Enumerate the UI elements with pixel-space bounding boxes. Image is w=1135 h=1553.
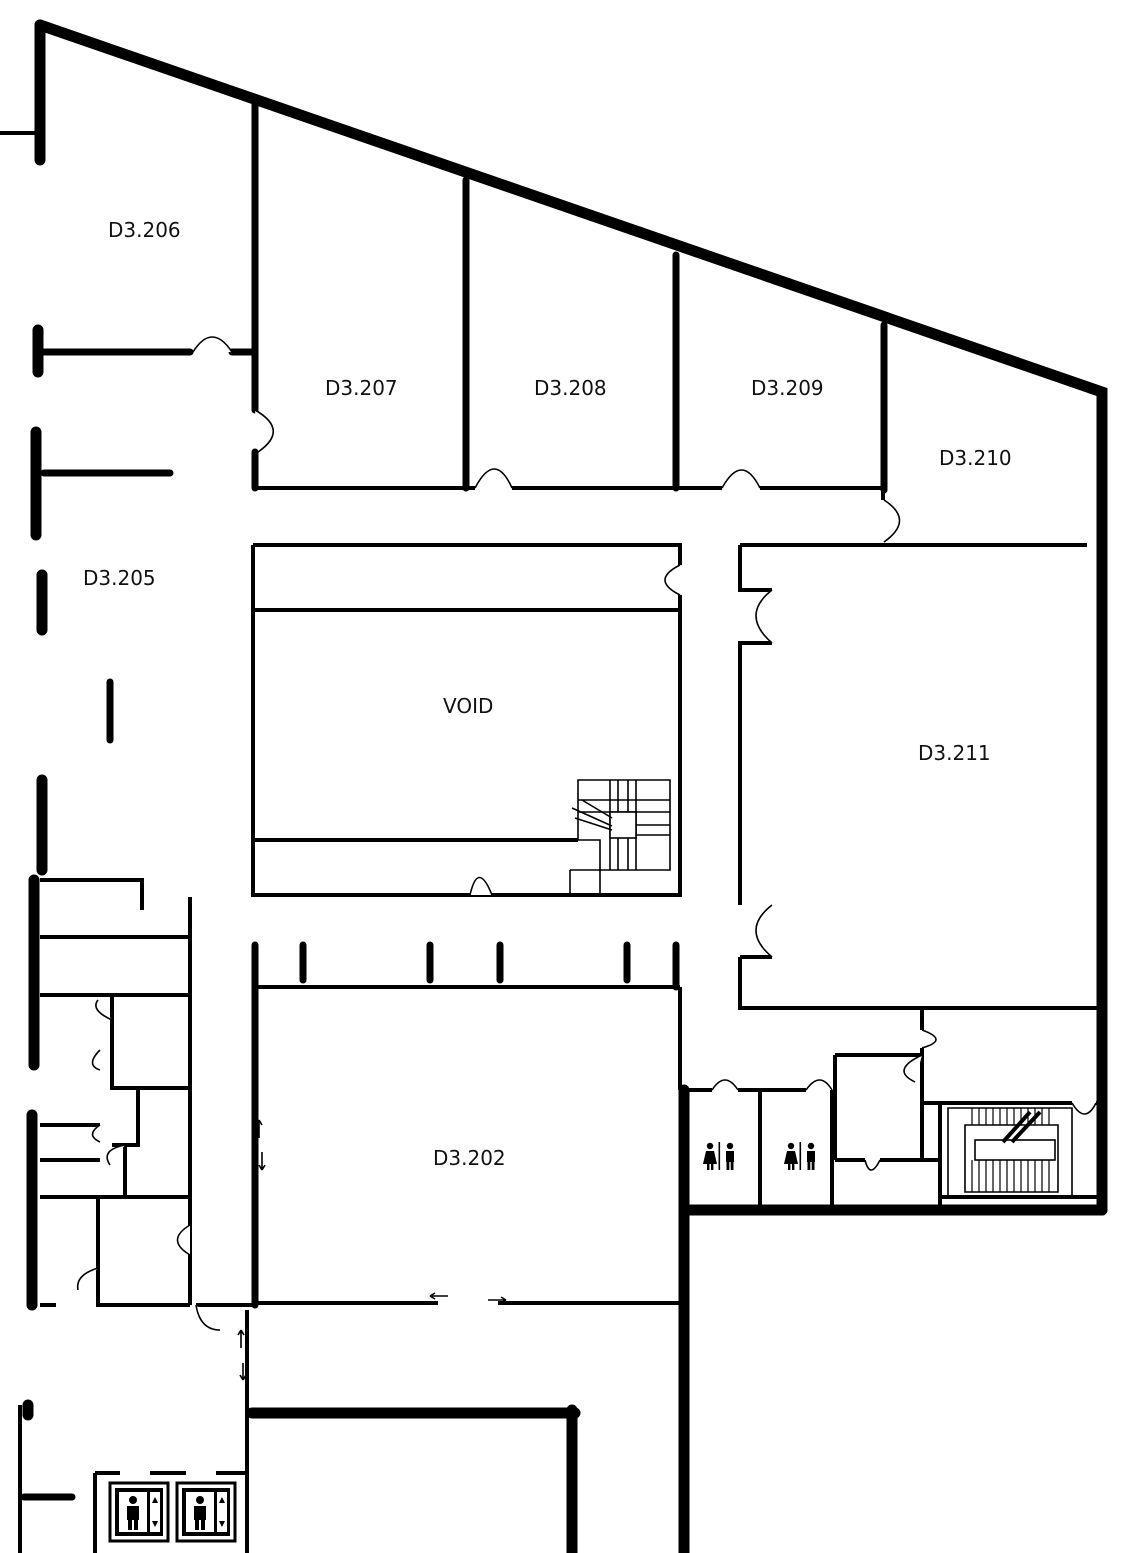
door-swing <box>95 999 113 1021</box>
door-swing <box>195 1304 221 1331</box>
room-label-d3-202: D3.202 <box>433 1146 506 1170</box>
room-label-d3-206: D3.206 <box>108 218 181 242</box>
door-swing <box>469 876 493 896</box>
door-swing <box>755 904 773 958</box>
door-swing <box>903 1054 923 1083</box>
door-swing <box>91 1049 101 1071</box>
restroom-icon <box>784 1142 815 1170</box>
door-swing <box>883 499 901 543</box>
door-swing <box>192 336 233 353</box>
door-swing <box>91 1124 101 1143</box>
doors <box>76 336 1097 1331</box>
outer-walls <box>22 19 1108 1553</box>
door-swing <box>106 1144 126 1166</box>
door-swing <box>755 589 773 644</box>
room-label-d3-205: D3.205 <box>83 566 156 590</box>
door-swing <box>921 1029 937 1049</box>
door-swing <box>176 1224 191 1256</box>
room-label-d3-208: D3.208 <box>534 376 607 400</box>
door-swing <box>76 1267 99 1291</box>
room-label-d3-207: D3.207 <box>325 376 398 400</box>
door-swing <box>1071 1102 1097 1115</box>
sliding-arrows <box>237 1119 507 1381</box>
door-swing <box>711 1079 739 1091</box>
door-swing <box>254 409 275 453</box>
interior-walls <box>0 99 1102 1553</box>
room-label-d3-210: D3.210 <box>939 446 1012 470</box>
room-label-d3-211: D3.211 <box>918 741 991 765</box>
door-swing <box>664 564 681 596</box>
room-labels: D3.206 D3.207 D3.208 D3.209 D3.210 D3.20… <box>83 218 1012 1170</box>
room-label-void: VOID <box>443 694 493 718</box>
door-swing <box>864 1159 881 1171</box>
elevator-icon <box>108 1481 170 1543</box>
door-swing <box>474 468 513 489</box>
stairs-icon <box>947 1107 1073 1198</box>
room-label-d3-209: D3.209 <box>751 376 824 400</box>
stairs-icon <box>569 779 671 895</box>
door-swing <box>721 469 761 489</box>
elevator-icon <box>175 1481 237 1543</box>
restroom-icon <box>703 1142 734 1170</box>
door-swing <box>805 1079 833 1091</box>
